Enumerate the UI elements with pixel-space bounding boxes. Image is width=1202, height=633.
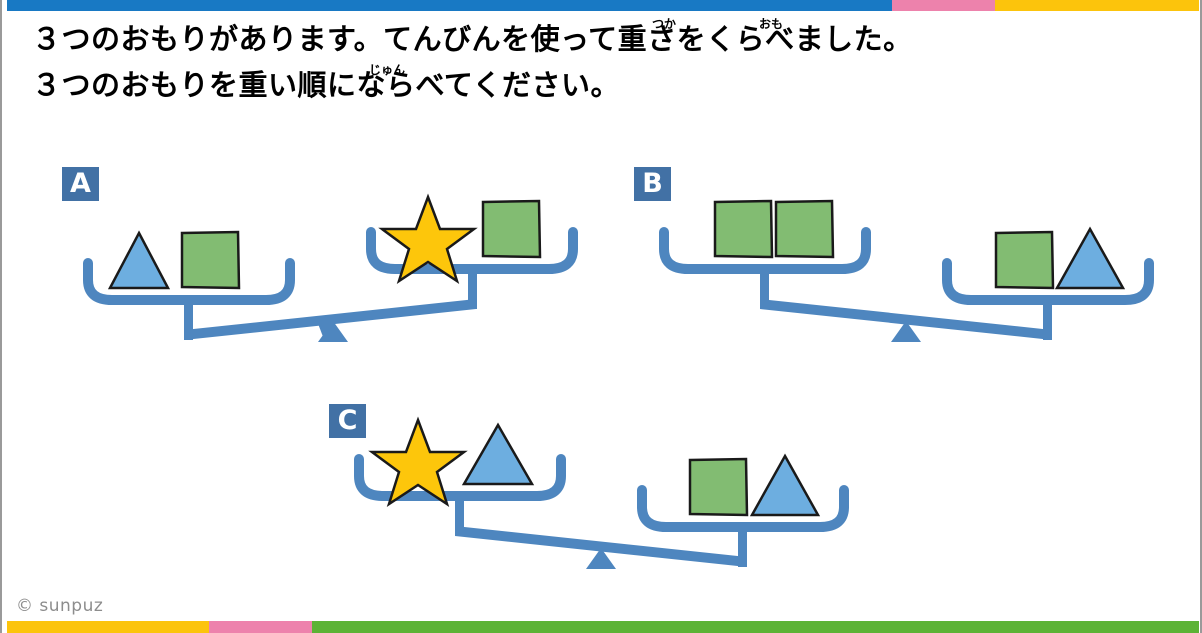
balance-a-right-item-square [481, 199, 542, 259]
balance-c-left-pan [354, 454, 566, 501]
ruby-tsuka: つか [652, 17, 677, 31]
balance-c-left-item-star [368, 416, 468, 507]
balance-b-right-item-square [994, 230, 1055, 290]
balance-c-right-pan [637, 485, 849, 532]
balance-label-a: A [62, 167, 99, 201]
balance-b-right-pan [942, 258, 1154, 305]
balance-b-left-item-square-2 [774, 199, 835, 259]
balance-a-right-pan [366, 227, 578, 274]
balance-b [647, 185, 1177, 355]
bottom-bar-segment-pink [209, 621, 312, 633]
question-line-1: ３つのおもりがあります。てんびんを使って重さをくらべました。 [32, 22, 913, 56]
balance-label-c: C [329, 404, 366, 438]
balance-c-right-item-triangle [749, 453, 821, 517]
balance-c-left-item-triangle [461, 422, 535, 486]
ruby-omo: おも [759, 17, 784, 31]
top-bar-segment-pink [892, 0, 995, 11]
question-line-2: ３つのおもりを重い順にならべてください。 [32, 68, 620, 102]
question-text: ３つのおもりがあります。てんびんを使って重さをくらべました。 ３つのおもりを重い… [32, 16, 1172, 108]
balance-c-beam [455, 495, 747, 567]
balance-c-fulcrum [586, 548, 616, 569]
top-bar-segment-yellow [995, 0, 1199, 11]
balance-b-left-pan [659, 227, 871, 274]
balance-a-right-item-star [378, 193, 478, 284]
balance-a-left-item-square [180, 230, 241, 290]
balance-c-right-item-square [688, 457, 749, 517]
ruby-jun: じゅん [369, 63, 406, 77]
top-bar-segment-blue [7, 0, 892, 11]
watermark-sunpuz: © sunpuz [16, 596, 104, 616]
balance-a [72, 185, 602, 355]
bottom-bar-segment-yellow [7, 621, 209, 633]
balance-label-b: B [634, 167, 671, 201]
balance-a-left-pan [83, 258, 295, 305]
balance-a-fulcrum [317, 321, 333, 342]
bottom-bar-segment-green [312, 621, 1199, 633]
balance-b-left-item-square-1 [713, 199, 774, 259]
balance-a-fulcrum-triangle [318, 321, 348, 342]
balance-a-beam [184, 268, 477, 340]
balance-b-right-item-triangle [1054, 226, 1126, 290]
balance-b-fulcrum [891, 321, 921, 342]
balance-b-beam [760, 268, 1052, 340]
balance-c [342, 412, 872, 582]
balance-a-left-item-triangle [107, 230, 171, 290]
